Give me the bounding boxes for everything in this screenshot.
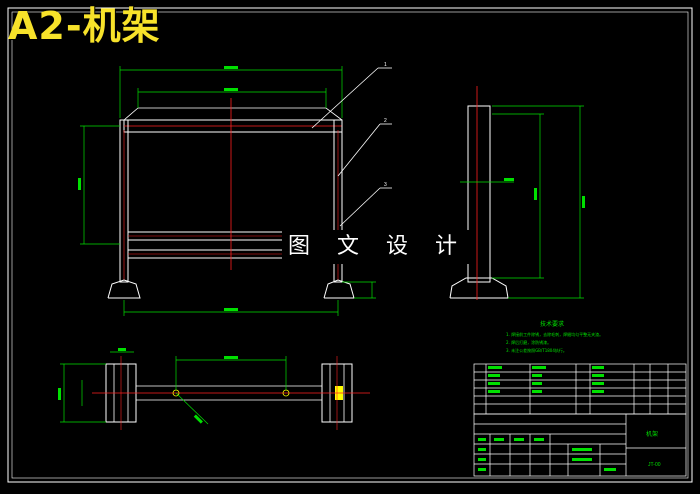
front-dimensions [80,66,376,316]
title-block-fill [478,438,616,471]
drawing-inner-border [11,11,689,479]
balloon-2-label: 2 [384,118,387,124]
balloon-1-label: 1 [384,62,387,68]
front-dim-texts [78,66,238,311]
drawing-border [7,7,693,483]
left-foot [107,279,141,299]
top-view-dimensions [60,351,287,425]
side-dim-texts [504,178,585,208]
front-leaders [311,67,392,227]
part-name: 机架 [646,430,658,438]
top-view [58,348,370,430]
tech-requirements-note: 技术要求 1. 焊接前工件除锈，去除毛刺，焊缝均匀平整无夹渣。 2. 焊后打磨，… [506,320,603,353]
title-block [473,413,687,477]
left-leg [119,119,129,283]
drawing-title: A2-机架 [8,4,161,48]
front-view: 1 2 3 [78,62,392,316]
side-leg [467,105,491,283]
watermark-text: 图 文 设 计 [282,230,473,264]
balloon-3-label: 3 [384,182,387,188]
top-view-dim-texts [58,348,238,424]
drawing-number: JT-00 [648,462,661,468]
tech-req-line-1: 1. 焊接前工件除锈，去除毛刺，焊缝均匀平整无夹渣。 [506,331,603,337]
parts-list [473,363,687,415]
right-foot [323,279,355,299]
parts-list-fill [488,366,604,393]
tech-req-title: 技术要求 [540,320,564,328]
right-leg [333,119,343,283]
side-foot [449,277,509,299]
front-balloon-labels: 1 2 3 [384,62,387,188]
top-chamfer [123,107,343,121]
tech-req-line-3: 3. 未注公差按照GB/T1804执行。 [506,347,567,353]
side-view [449,86,585,300]
tech-req-line-2: 2. 焊后打磨，涂防锈漆。 [506,339,551,345]
side-dimensions [460,105,584,299]
